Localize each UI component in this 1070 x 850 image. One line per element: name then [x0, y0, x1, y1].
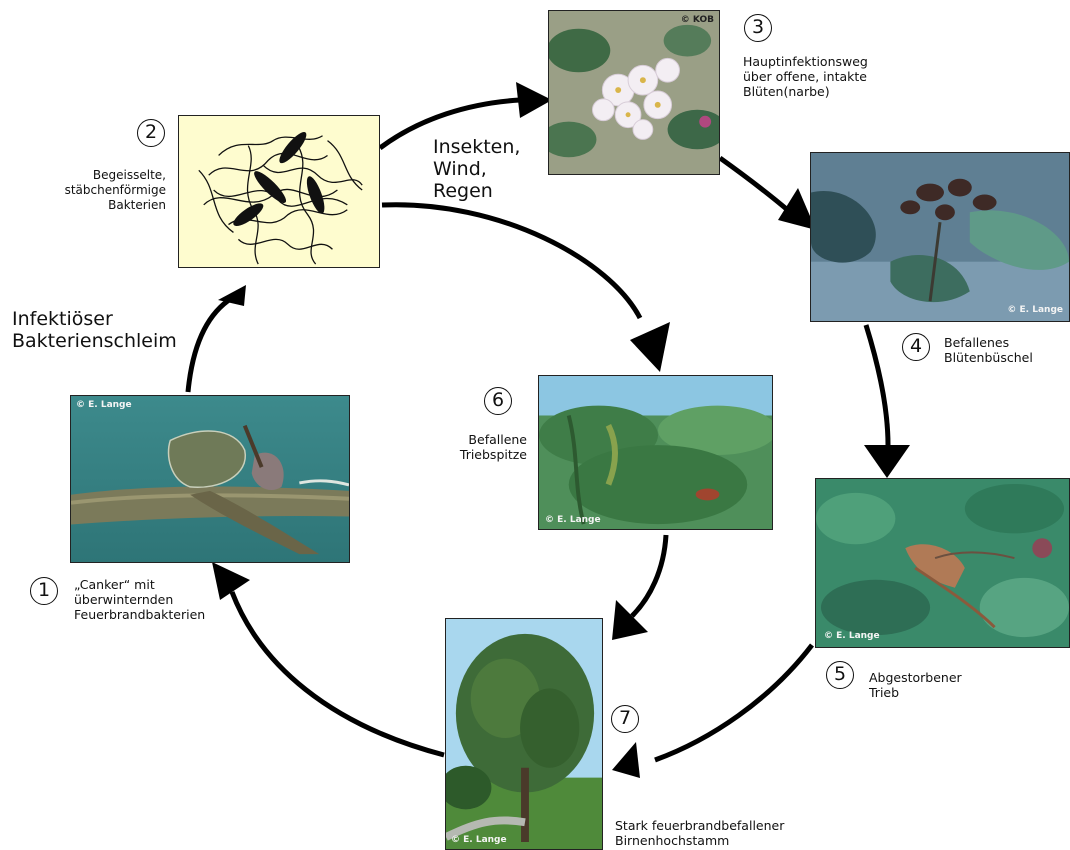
arrowhead-7b — [612, 742, 640, 778]
photo-shoot-tip: © E. Lange — [538, 375, 773, 530]
photo-canker: © E. Lange — [70, 395, 350, 563]
transmission-label: Insekten, Wind, Regen — [433, 136, 520, 202]
stage-caption-2: Begeisselte, stäbchenförmige Bakterien — [50, 168, 166, 213]
photo-credit: © E. Lange — [824, 631, 880, 641]
photo-credit: © KOB — [681, 15, 714, 25]
stage-number-1: 1 — [30, 577, 58, 605]
stage-caption-5: Abgestorbener Trieb — [869, 670, 962, 700]
stage-number-3: 3 — [744, 14, 772, 42]
arrow-3-to-4 — [720, 158, 790, 212]
photo-dead-shoot: © E. Lange — [815, 478, 1070, 648]
stage-number-6: 6 — [484, 387, 512, 415]
photo-credit: © E. Lange — [451, 835, 507, 845]
arrow-2-to-6 — [382, 205, 640, 318]
photo-infected-cluster: © E. Lange — [810, 152, 1070, 322]
arrow-6-to-7 — [632, 535, 666, 616]
photo-credit: © E. Lange — [545, 515, 601, 525]
arrowhead-3 — [516, 82, 552, 118]
stage-number-7: 7 — [611, 705, 639, 733]
arrowhead-5 — [864, 445, 910, 478]
arrow-5-to-7 — [655, 645, 812, 760]
photo-credit: © E. Lange — [76, 400, 132, 410]
stage-caption-1: „Canker“ mit überwinternden Feuerbrandba… — [74, 577, 205, 622]
stage-number-4: 4 — [902, 333, 930, 361]
photo-pear-tree: © E. Lange — [445, 618, 603, 850]
slime-label: Infektiöser Bakterienschleim — [12, 308, 177, 352]
stage-number-5: 5 — [826, 661, 854, 689]
stage-caption-6: Befallene Triebspitze — [415, 432, 527, 462]
stage-caption-7: Stark feuerbrandbefallener Birnenhochsta… — [615, 818, 784, 848]
stage-caption-4: Befallenes Blütenbüschel — [944, 335, 1033, 365]
arrow-7-to-1 — [232, 592, 444, 755]
photo-credit: © E. Lange — [1007, 305, 1063, 315]
bacteria-illustration — [178, 115, 380, 268]
arrowhead-6 — [630, 322, 670, 372]
stage-number-2: 2 — [137, 119, 165, 147]
arrow-4-to-5 — [866, 325, 888, 445]
photo-blossoms: © KOB — [548, 10, 720, 175]
stage-caption-3: Hauptinfektionsweg über offene, intakte … — [743, 54, 868, 99]
arrow-1-to-2 — [188, 298, 232, 392]
